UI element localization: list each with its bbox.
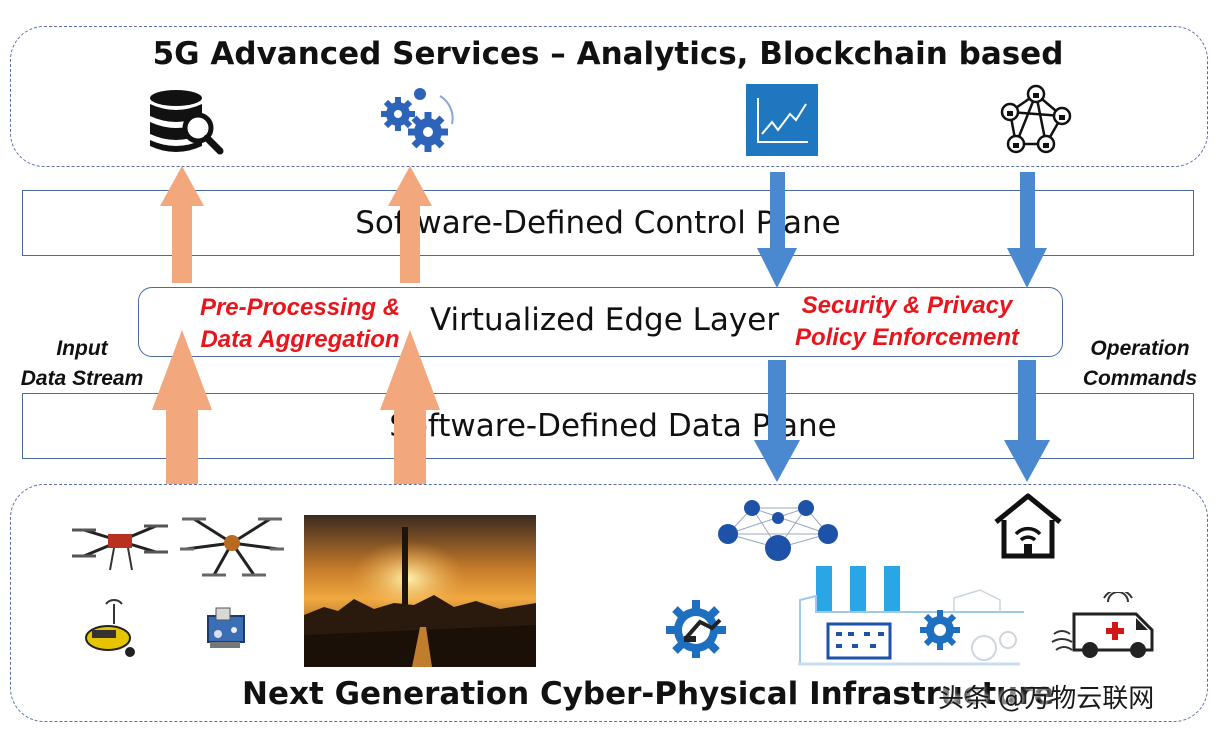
watermark-text: 头条 @万物云联网 bbox=[938, 684, 1155, 714]
up-arrow-upper-mid bbox=[388, 166, 432, 283]
security-label: Security & Privacy Policy Enforcement bbox=[790, 290, 1024, 354]
security-line2: Policy Enforcement bbox=[794, 324, 1020, 351]
data-plane-box: Software-Defined Data Plane bbox=[22, 393, 1194, 459]
locked-network-icon bbox=[1000, 84, 1072, 154]
services-title: 5G Advanced Services – Analytics, Blockc… bbox=[152, 36, 1064, 72]
infrastructure-region bbox=[10, 484, 1208, 722]
down-arrow-lower-left bbox=[754, 360, 800, 482]
services-region bbox=[10, 26, 1208, 167]
operation-commands-label: Operation Commands bbox=[1070, 334, 1210, 394]
security-line1: Security & Privacy bbox=[801, 292, 1013, 319]
edge-layer-box bbox=[138, 287, 1063, 357]
pre-processing-line1: Pre-Processing & bbox=[199, 294, 401, 321]
down-arrow-upper-left bbox=[757, 172, 797, 288]
up-arrow-upper-left bbox=[160, 166, 204, 283]
input-line1: Input bbox=[56, 337, 108, 360]
ambulance-icon bbox=[1051, 592, 1154, 658]
drone-icon bbox=[72, 524, 168, 571]
data-plane-label: Software-Defined Data Plane bbox=[389, 408, 837, 444]
down-arrow-upper-right bbox=[1007, 172, 1047, 288]
pre-processing-line2: Data Aggregation bbox=[200, 326, 400, 353]
control-plane-box: Software-Defined Control Plane bbox=[22, 190, 1194, 256]
control-plane-label: Software-Defined Control Plane bbox=[355, 205, 841, 241]
robot-arm-gear-icon bbox=[666, 600, 726, 658]
edge-layer-label: Virtualized Edge Layer bbox=[430, 302, 780, 338]
up-arrow-lower-mid bbox=[380, 330, 440, 484]
gears-icon bbox=[381, 88, 454, 152]
city-skyline-photo bbox=[304, 515, 536, 667]
input-line2: Data Stream bbox=[20, 367, 144, 390]
sensor-icon bbox=[85, 599, 135, 657]
smart-home-icon bbox=[994, 493, 1062, 559]
down-arrow-lower-right bbox=[1004, 360, 1050, 482]
line-chart-icon bbox=[746, 84, 818, 156]
pre-processing-label: Pre-Processing & Data Aggregation bbox=[190, 292, 410, 356]
database-search-icon bbox=[150, 90, 224, 155]
input-stream-label: Input Data Stream bbox=[10, 334, 154, 394]
network-graph-icon bbox=[718, 500, 838, 561]
iot-board-icon bbox=[207, 607, 245, 648]
operation-line2: Commands bbox=[1082, 367, 1198, 390]
hexacopter-drone-icon bbox=[180, 517, 284, 577]
smart-factory-icon bbox=[798, 566, 1024, 666]
infrastructure-title: Next Generation Cyber-Physical Infrastru… bbox=[242, 676, 1055, 712]
up-arrow-lower-left bbox=[152, 330, 212, 484]
operation-line1: Operation bbox=[1090, 337, 1190, 360]
